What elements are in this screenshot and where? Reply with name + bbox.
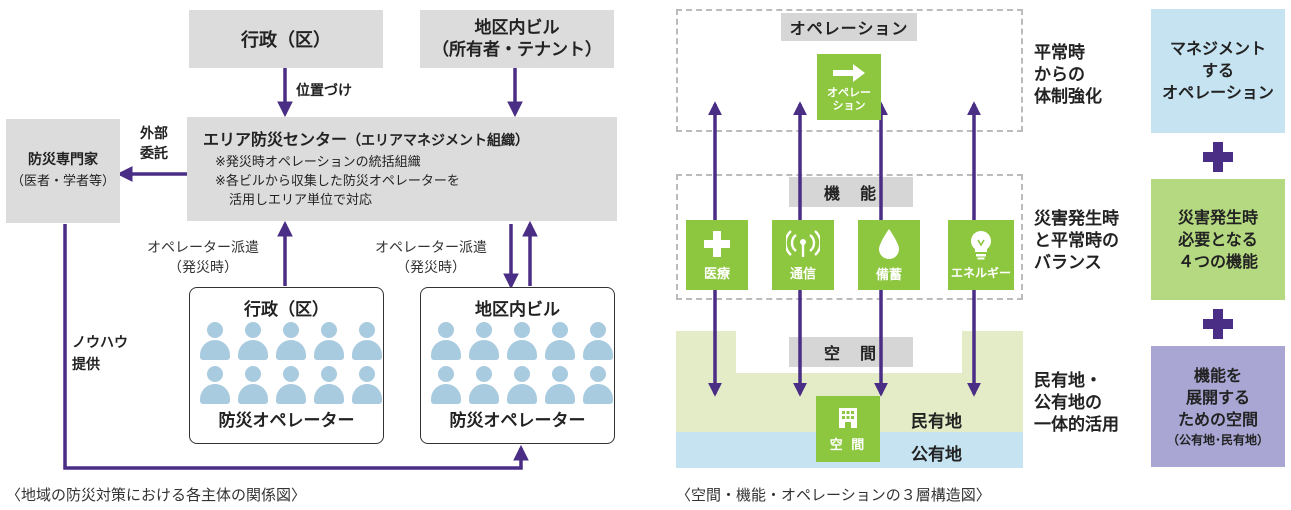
expert-box: 防災専門家 （医者・学者等） bbox=[6, 119, 120, 223]
operator-box-gyosei: 行政（区） 防災オペレーター bbox=[189, 287, 384, 444]
knowhow-label: ノウハウ 提供 bbox=[72, 332, 128, 376]
tile-energy: エネルギー bbox=[948, 220, 1014, 290]
knowhow-line2: 提供 bbox=[72, 357, 100, 373]
plus-icon bbox=[1201, 307, 1235, 341]
person-icon bbox=[505, 366, 539, 406]
expert-line2: （医者・学者等） bbox=[10, 174, 115, 189]
person-icon bbox=[274, 366, 308, 406]
person-icon bbox=[581, 322, 615, 362]
dispatch-right-line2: （発災時） bbox=[396, 260, 466, 276]
building-owner-line1: 地区内ビル bbox=[474, 18, 560, 38]
person-icon bbox=[467, 322, 501, 362]
person-icon bbox=[350, 322, 384, 362]
dispatch-right-line1: オペレーター派遣 bbox=[375, 240, 487, 256]
outsource-line2: 委託 bbox=[140, 146, 168, 162]
area-disaster-center-box: エリア防災センター（エリアマネジメント組織） ※発災時オペレーションの統括組織 … bbox=[187, 117, 617, 221]
space-icon-tile: 空 間 bbox=[816, 396, 880, 462]
center-title-row: エリア防災センター（エリアマネジメント組織） bbox=[203, 126, 529, 150]
function-band: 機 能 bbox=[789, 177, 913, 207]
tile-medical-label: 医療 bbox=[703, 266, 730, 282]
tile-communication-label: 通信 bbox=[789, 266, 816, 282]
center-note-3: 活用しエリア単位で対応 bbox=[229, 193, 373, 208]
person-icon bbox=[236, 366, 270, 406]
operator-box-building-title: 地区内ビル bbox=[475, 300, 560, 320]
public-land-label: 公有地 bbox=[911, 445, 962, 465]
tile-communication: 通信 bbox=[772, 220, 834, 290]
building-owner-box: 地区内ビル （所有者・テナント） bbox=[420, 10, 614, 68]
person-icon bbox=[350, 366, 384, 406]
center-note-2: ※各ビルから収集した防災オペレーターを bbox=[215, 174, 460, 189]
plus-icon bbox=[1201, 140, 1235, 174]
operator-label-gyosei: 防災オペレーター bbox=[218, 411, 355, 431]
center-title: エリア防災センター bbox=[203, 130, 348, 149]
people-icons-building bbox=[429, 322, 617, 406]
dispatch-right-label: オペレーター派遣 （発災時） bbox=[356, 238, 506, 278]
person-icon bbox=[312, 366, 346, 406]
operator-label-building: 防災オペレーター bbox=[449, 411, 586, 431]
layer-label-operation: 平常時 からの 体制強化 bbox=[1034, 43, 1102, 107]
person-icon bbox=[543, 322, 577, 362]
building-icon bbox=[839, 407, 857, 428]
operation-icon-label: オペレー ション bbox=[827, 86, 871, 112]
light-bulb-icon bbox=[971, 230, 991, 259]
space-band: 空 間 bbox=[789, 337, 913, 367]
tile-stockpile: 備蓄 bbox=[858, 220, 920, 290]
operation-band: オペレーション bbox=[781, 13, 917, 41]
layer-label-space: 民有地・ 公有地の 一体的活用 bbox=[1034, 371, 1119, 435]
center-notes: ※発災時オペレーションの統括組織 ※各ビルから収集した防災オペレーターを 活用し… bbox=[203, 153, 460, 210]
person-icon bbox=[274, 322, 308, 362]
antenna-icon bbox=[786, 229, 820, 257]
tile-energy-label: エネルギー bbox=[950, 265, 1011, 280]
cross-icon bbox=[704, 230, 730, 257]
person-icon bbox=[312, 322, 346, 362]
right-caption: 〈空間・機能・オペレーションの３層構造図〉 bbox=[676, 486, 991, 504]
person-icon bbox=[429, 322, 463, 362]
space-icon-label: 空 間 bbox=[829, 437, 867, 453]
outsource-label: 外部 委託 bbox=[140, 124, 168, 164]
center-subtitle: （エリアマネジメント組織） bbox=[347, 133, 530, 149]
person-icon bbox=[467, 366, 501, 406]
outsource-line1: 外部 bbox=[140, 126, 168, 142]
layer-label-function: 災害発生時 と平常時の バランス bbox=[1034, 209, 1119, 273]
operation-layer-frame bbox=[676, 9, 1023, 132]
dispatch-left-line2: （発災時） bbox=[168, 260, 238, 276]
dispatch-left-line1: オペレーター派遣 bbox=[147, 240, 259, 256]
center-note-1: ※発災時オペレーションの統括組織 bbox=[215, 155, 421, 170]
water-drop-icon bbox=[879, 228, 899, 259]
person-icon bbox=[198, 322, 232, 362]
tile-medical: 医療 bbox=[686, 220, 748, 290]
arrow-right-icon bbox=[833, 64, 865, 82]
box-four-functions: 災害発生時 必要となる ４つの機能 bbox=[1151, 179, 1285, 300]
person-icon bbox=[505, 322, 539, 362]
tile-stockpile-label: 備蓄 bbox=[875, 267, 902, 283]
person-icon bbox=[581, 366, 615, 406]
person-icon bbox=[198, 366, 232, 406]
operation-icon-tile: オペレー ション bbox=[817, 54, 881, 120]
private-land-label: 民有地 bbox=[911, 412, 962, 432]
operator-box-gyosei-title: 行政（区） bbox=[244, 300, 329, 320]
expert-line1: 防災専門家 bbox=[28, 152, 98, 168]
gyosei-top-label: 行政（区） bbox=[241, 30, 331, 51]
operator-box-building: 地区内ビル 防災オペレーター bbox=[420, 287, 615, 444]
positioning-label: 位置づけ bbox=[296, 83, 352, 99]
person-icon bbox=[236, 322, 270, 362]
people-icons-gyosei bbox=[198, 322, 386, 406]
gyosei-top-box: 行政（区） bbox=[189, 10, 383, 68]
building-owner-line2: （所有者・テナント） bbox=[432, 40, 602, 60]
box-space: 機能を 展開する ための空間 （公有地･民有地） bbox=[1151, 346, 1285, 467]
person-icon bbox=[543, 366, 577, 406]
left-caption: 〈地域の防災対策における各主体の関係図〉 bbox=[6, 486, 307, 504]
box-management-operation: マネジメント する オペレーション bbox=[1151, 9, 1285, 133]
person-icon bbox=[429, 366, 463, 406]
dispatch-left-label: オペレーター派遣 （発災時） bbox=[128, 238, 278, 278]
knowhow-line1: ノウハウ bbox=[72, 335, 128, 351]
relation-arrows bbox=[63, 68, 538, 470]
arrow-knowhow bbox=[63, 224, 529, 470]
function-layer-frame bbox=[676, 174, 1023, 300]
